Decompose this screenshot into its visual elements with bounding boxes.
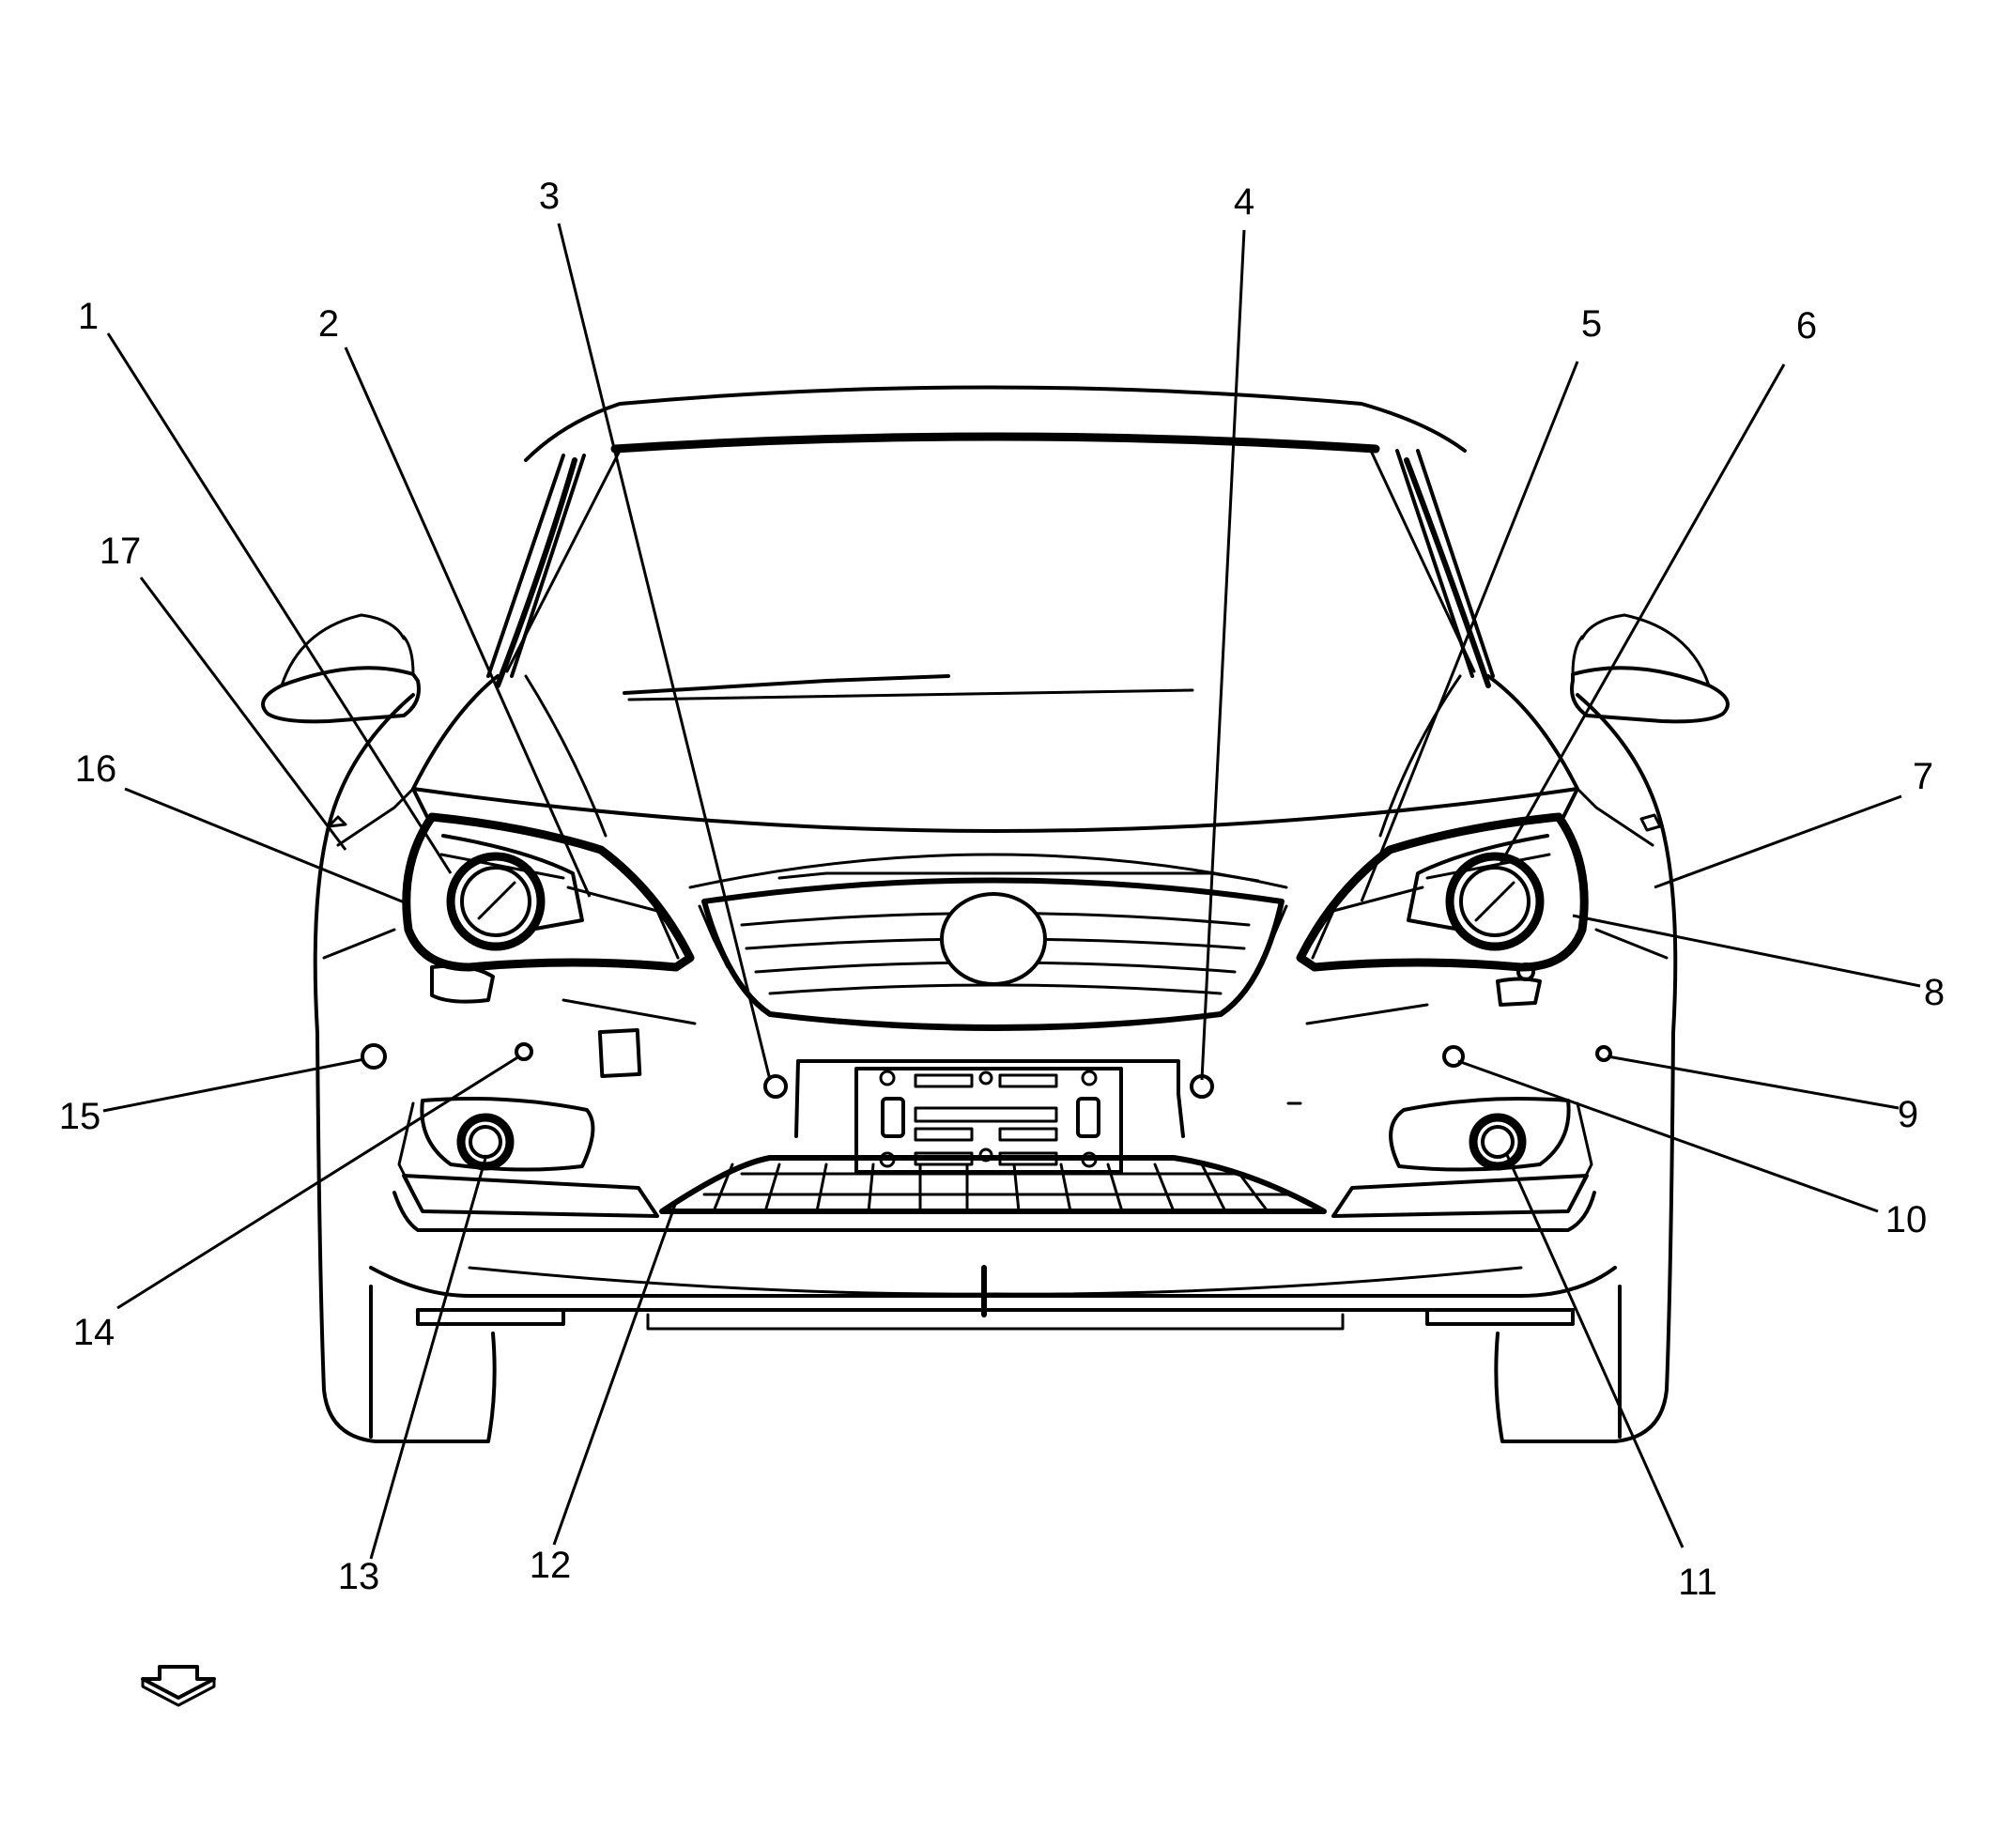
license-plate-bracket xyxy=(794,1059,1185,1174)
leader-8 xyxy=(1572,914,1921,988)
callout-3: 3 xyxy=(539,176,560,217)
headlamp-right xyxy=(1296,812,1589,972)
callout-1: 1 xyxy=(78,296,99,337)
bumper-details xyxy=(361,962,1612,1105)
callout-5: 5 xyxy=(1581,303,1602,345)
callout-13: 13 xyxy=(338,1556,380,1597)
side-mirror-left xyxy=(261,613,421,724)
leader-12 xyxy=(552,1201,678,1546)
fog-lamp-left xyxy=(397,1096,595,1194)
leader-lines xyxy=(102,223,1921,1560)
leader-11 xyxy=(1505,1154,1685,1548)
callout-15: 15 xyxy=(59,1096,101,1137)
callout-10: 10 xyxy=(1885,1199,1928,1240)
fog-lamp-right xyxy=(1389,1096,1593,1194)
upper-grille xyxy=(698,871,1288,1031)
leader-2 xyxy=(344,346,592,898)
leader-6 xyxy=(1499,363,1786,865)
windshield xyxy=(486,385,1495,701)
callout-12: 12 xyxy=(530,1545,572,1586)
callout-2: 2 xyxy=(318,303,339,345)
callout-4: 4 xyxy=(1234,181,1254,223)
callout-8: 8 xyxy=(1924,972,1945,1013)
leader-7 xyxy=(1654,794,1902,889)
leader-5 xyxy=(1360,361,1579,902)
leader-15 xyxy=(102,1057,365,1113)
hood xyxy=(411,674,1579,889)
lower-grille xyxy=(402,1155,1589,1218)
callout-14: 14 xyxy=(73,1312,115,1353)
headlamp-left xyxy=(402,812,695,972)
callout-17: 17 xyxy=(100,531,142,572)
leader-4 xyxy=(1200,229,1246,1081)
callout-6: 6 xyxy=(1796,305,1817,346)
callout-16: 16 xyxy=(75,748,117,790)
callout-labels: 1 2 3 4 5 6 7 8 9 10 11 12 13 14 15 16 1… xyxy=(59,176,1945,1603)
leader-14 xyxy=(116,1055,520,1310)
leader-10 xyxy=(1457,1059,1879,1213)
leader-3 xyxy=(557,223,772,1081)
callout-7: 7 xyxy=(1913,756,1933,797)
fenders xyxy=(313,693,1678,1443)
leader-1 xyxy=(106,332,453,874)
callout-9: 9 xyxy=(1898,1094,1918,1135)
leader-13 xyxy=(369,1154,488,1560)
leader-9 xyxy=(1607,1055,1900,1110)
lower-bumper xyxy=(369,1191,1617,1331)
callout-11: 11 xyxy=(1678,1562,1717,1603)
vehicle-front-view xyxy=(261,385,1730,1443)
side-mirror-right xyxy=(1570,613,1730,724)
front-view-arrow-icon xyxy=(141,1665,216,1707)
leader-16 xyxy=(124,787,408,905)
leader-17 xyxy=(139,577,347,851)
